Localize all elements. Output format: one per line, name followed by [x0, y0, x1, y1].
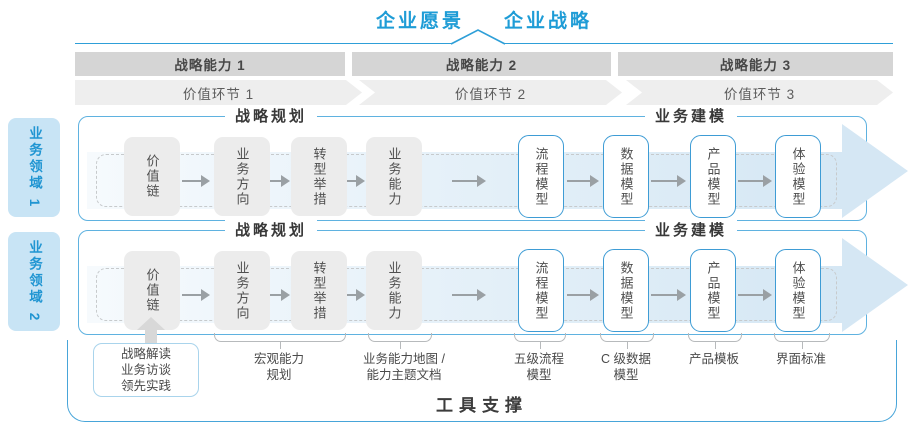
capability-bar-3: 战略能力 3 — [618, 52, 893, 76]
flow-arrow-icon — [182, 289, 210, 301]
section-title-planning: 战略规划 — [224, 220, 318, 241]
value-link-chevron-3: 价值环节 3 — [626, 80, 893, 105]
business-domain-tab-2: 业务领域 2 — [8, 232, 60, 331]
business-domain-label: 业务领域 2 — [27, 239, 42, 324]
flow-box-data-model: 数据模型 — [603, 135, 649, 218]
input-line: 业务访谈 — [120, 363, 171, 377]
flow-box-product-model: 产品模型 — [690, 249, 736, 332]
input-line: 领先实践 — [120, 379, 171, 393]
brace-icon — [514, 333, 566, 349]
flow-box-business-capability: 业务能力 — [366, 137, 422, 216]
flow-arrow-icon — [738, 175, 772, 187]
caret-up-icon — [450, 28, 506, 45]
section-title-planning: 战略规划 — [224, 106, 318, 127]
flow-box-experience-model: 体验模型 — [775, 135, 821, 218]
flow-arrow-icon — [452, 289, 486, 301]
flow-box-value-chain: 价值链 — [124, 137, 180, 216]
flow-arrow-icon — [270, 175, 290, 187]
business-domain-row-2: 战略规划 业务建模 价值链 业务方向 转型举措 业务能力 流程模型 数据模型 产… — [78, 220, 908, 335]
flow-box-data-model: 数据模型 — [603, 249, 649, 332]
callout-data-model: C 级数据 模型 — [600, 352, 651, 382]
vision-title: 企业愿景 — [375, 11, 464, 32]
callout-macro-capability: 宏观能力 规划 — [253, 352, 304, 382]
flow-arrow-icon — [270, 289, 290, 301]
business-domain-row-1: 战略规划 业务建模 价值链 业务方向 转型举措 业务能力 流程模型 数据模型 产… — [78, 106, 908, 221]
flow-box-business-capability: 业务能力 — [366, 251, 422, 330]
flow-arrow-icon — [567, 289, 599, 301]
flow-band-arrowhead-icon — [842, 238, 908, 332]
diagram-header: 企业愿景 企业战略 — [75, 6, 893, 33]
brace-icon — [688, 333, 742, 349]
input-line: 战略解读 — [120, 347, 171, 361]
flow-arrow-icon — [347, 289, 365, 301]
flow-box-transformation: 转型举措 — [291, 137, 347, 216]
flow-box-product-model: 产品模型 — [690, 135, 736, 218]
brace-icon — [214, 333, 346, 349]
business-domain-tab-1: 业务领域 1 — [8, 118, 60, 217]
flow-band-arrowhead-icon — [842, 124, 908, 218]
flow-arrow-icon — [651, 289, 686, 301]
brace-icon — [600, 333, 654, 349]
flow-dashed-track — [96, 268, 837, 321]
callout-process-model: 五级流程 模型 — [513, 352, 564, 382]
flow-dashed-track — [96, 154, 837, 207]
value-link-chevron-2: 价值环节 2 — [359, 80, 622, 105]
tool-support-label: 工具支撑 — [436, 396, 528, 415]
flow-arrow-icon — [738, 289, 772, 301]
value-link-chevron-1: 价值环节 1 — [75, 80, 362, 105]
up-arrow-icon — [137, 317, 165, 344]
flow-arrow-icon — [182, 175, 210, 187]
flow-arrow-icon — [651, 175, 686, 187]
brace-icon — [368, 333, 432, 349]
flow-box-process-model: 流程模型 — [518, 249, 564, 332]
flow-box-business-direction: 业务方向 — [214, 251, 270, 330]
flow-box-process-model: 流程模型 — [518, 135, 564, 218]
flow-box-transformation: 转型举措 — [291, 251, 347, 330]
capability-bar-1: 战略能力 1 — [75, 52, 345, 76]
strategy-title: 企业战略 — [504, 11, 593, 32]
callout-ui-standard: 界面标准 — [775, 352, 826, 366]
strategy-inputs-box: 战略解读 业务访谈 领先实践 — [93, 343, 199, 397]
flow-box-value-chain: 价值链 — [124, 251, 180, 330]
tool-support-container: 工具支撑 — [67, 340, 897, 422]
flow-arrow-icon — [347, 175, 365, 187]
business-domain-label: 业务领域 1 — [27, 125, 42, 210]
callout-product-template: 产品模板 — [688, 352, 739, 366]
section-title-modeling: 业务建模 — [644, 106, 738, 127]
capability-bar-2: 战略能力 2 — [352, 52, 611, 76]
callout-capability-map: 业务能力地图 / 能力主题文档 — [363, 352, 445, 382]
flow-arrow-icon — [567, 175, 599, 187]
flow-arrow-icon — [452, 175, 486, 187]
brace-icon — [774, 333, 830, 349]
flow-box-business-direction: 业务方向 — [214, 137, 270, 216]
section-title-modeling: 业务建模 — [644, 220, 738, 241]
flow-box-experience-model: 体验模型 — [775, 249, 821, 332]
